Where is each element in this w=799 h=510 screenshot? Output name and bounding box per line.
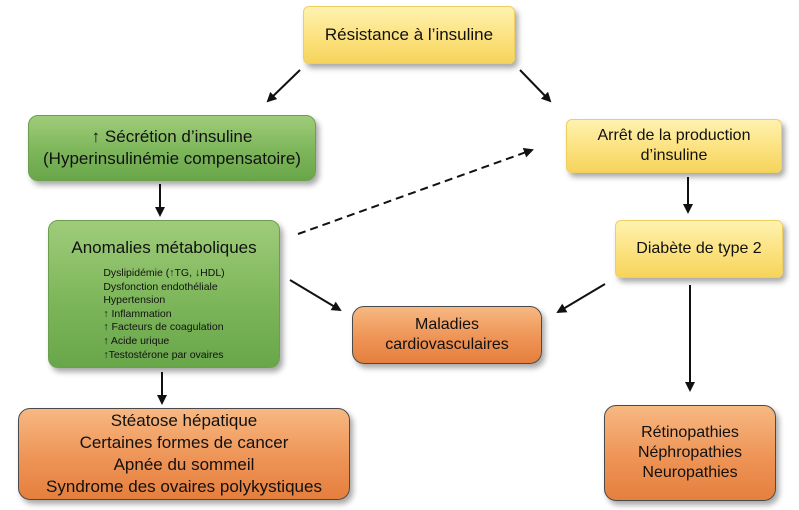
node-type2-diabetes: Diabète de type 2 bbox=[615, 220, 783, 278]
metabolic-anomalies-list: Dyslipidémie (↑TG, ↓HDL) Dysfonction end… bbox=[103, 267, 224, 362]
arrow-resistance-to-production-stop bbox=[519, 69, 552, 103]
complication-item: Stéatose hépatique bbox=[110, 411, 258, 430]
list-item: Dyslipidémie (↑TG, ↓HDL) bbox=[103, 267, 225, 279]
arrow-resistance-to-secretion bbox=[266, 69, 301, 103]
arrow-anomalies-to-cardiovascular bbox=[289, 279, 342, 312]
node-insulin-resistance-label: Résistance à l’insuline bbox=[324, 25, 494, 44]
node-production-stop: Arrêt de la production d’insuline bbox=[566, 119, 782, 173]
node-insulin-secretion-line2: (Hyperinsulinémie compensatoire) bbox=[43, 149, 301, 168]
arrow-anomalies-to-production-stop-dashed bbox=[297, 147, 534, 235]
node-metabolic-anomalies-title: Anomalies métaboliques bbox=[71, 238, 257, 257]
node-insulin-secretion-line1: ↑ Sécrétion d’insuline bbox=[91, 127, 253, 146]
node-diabetes-complications: Rétinopathies Néphropathies Neuropathies bbox=[604, 405, 776, 501]
node-cardiovascular-line1: Maladies bbox=[414, 316, 480, 333]
list-item: ↑ Facteurs de coagulation bbox=[103, 321, 224, 334]
node-metabolic-anomalies: Anomalies métaboliques Dyslipidémie (↑TG… bbox=[48, 220, 280, 368]
node-cardiovascular-line2: cardiovasculaires bbox=[385, 336, 509, 353]
list-item: Hypertension bbox=[103, 294, 166, 307]
complication-item: Apnée du sommeil bbox=[113, 455, 255, 474]
list-item: Dysfonction endothéliale bbox=[103, 280, 218, 293]
node-production-stop-line2: d’insuline bbox=[640, 147, 708, 164]
complication-item: Néphropathies bbox=[637, 444, 743, 461]
list-item: ↑ Acide urique bbox=[103, 334, 170, 347]
complication-item: Rétinopathies bbox=[641, 424, 739, 441]
node-cardiovascular: Maladies cardiovasculaires bbox=[352, 306, 542, 364]
arrow-diabetes-to-cardiovascular bbox=[556, 283, 606, 314]
node-type2-diabetes-label: Diabète de type 2 bbox=[636, 240, 762, 257]
node-production-stop-line1: Arrêt de la production bbox=[597, 127, 751, 144]
list-item: ↑ Inflammation bbox=[103, 307, 172, 320]
node-insulin-resistance: Résistance à l’insuline bbox=[303, 6, 515, 64]
complication-item: Neuropathies bbox=[642, 464, 738, 481]
complication-item: Syndrome des ovaires polykystiques bbox=[46, 477, 322, 496]
node-metabolic-complications: Stéatose hépatique Certaines formes de c… bbox=[18, 408, 350, 500]
list-item: ↑Testostérone par ovaires bbox=[103, 348, 224, 361]
complication-item: Certaines formes de cancer bbox=[79, 433, 289, 452]
node-insulin-secretion: ↑ Sécrétion d’insuline (Hyperinsulinémie… bbox=[28, 115, 316, 181]
